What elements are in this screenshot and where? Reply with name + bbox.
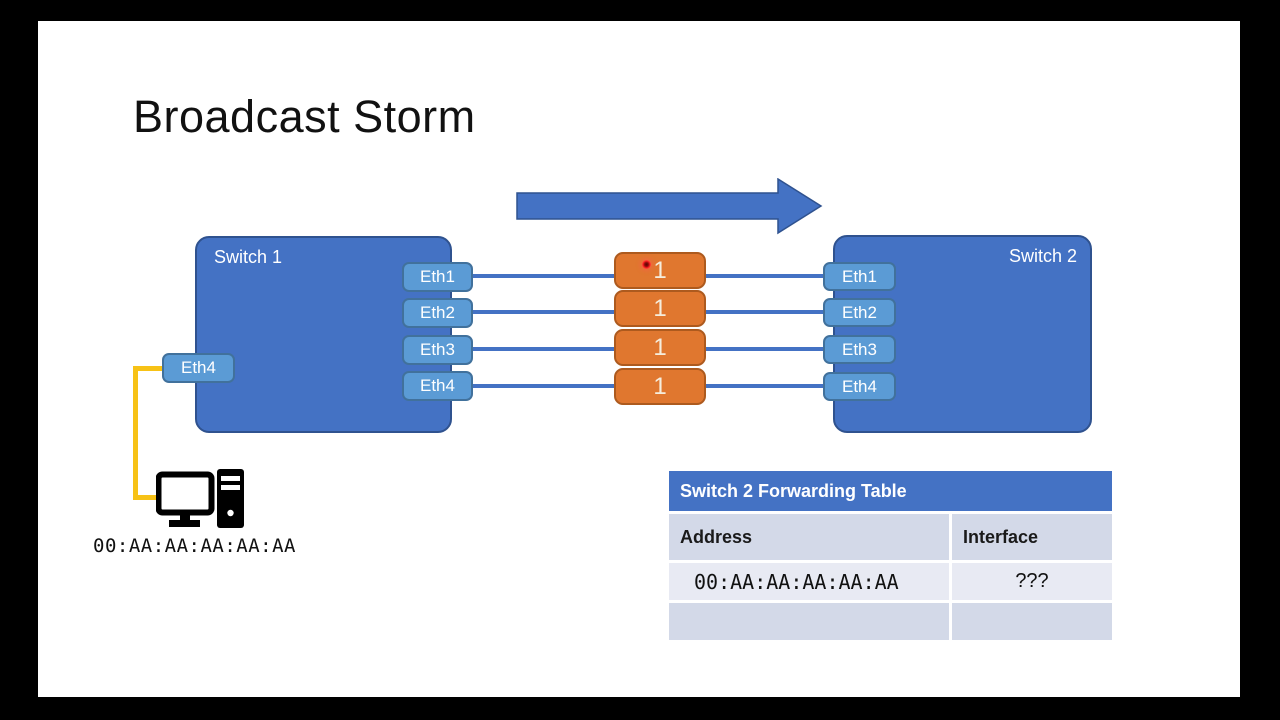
host-cable-segment xyxy=(133,495,160,500)
port-label: Eth1 xyxy=(842,266,877,286)
forwarding-table-row2-address xyxy=(669,603,949,640)
switch2-port-eth1: Eth1 xyxy=(823,262,896,291)
host-cable-segment xyxy=(133,366,138,500)
port-label: Eth2 xyxy=(420,303,455,322)
forwarding-table-title: Switch 2 Forwarding Table xyxy=(669,471,1112,511)
packet-box-3: 1 xyxy=(614,329,706,366)
switch1-port-eth1: Eth1 xyxy=(402,262,473,292)
packet-label: 1 xyxy=(653,333,667,361)
presentation-slide: Broadcast Storm Switch 1 Eth1 Eth2 Eth3 … xyxy=(38,21,1240,697)
switch1-port-eth4: Eth4 xyxy=(402,371,473,401)
packet-box-2: 1 xyxy=(614,290,706,327)
forwarding-table-col-address: Address xyxy=(669,514,949,560)
packet-label: 1 xyxy=(653,294,667,322)
forwarding-table-row1-interface: ??? xyxy=(952,563,1112,600)
port-label: Eth4 xyxy=(842,376,877,396)
switch2-port-eth3: Eth3 xyxy=(823,335,896,364)
packet-label: 1 xyxy=(653,256,667,284)
slide-title: Broadcast Storm xyxy=(133,91,476,142)
flow-right-arrow-icon xyxy=(516,178,823,235)
port-label: Eth4 xyxy=(181,358,216,377)
packet-box-4: 1 xyxy=(614,368,706,405)
forwarding-table-row1-address: 00:AA:AA:AA:AA:AA xyxy=(669,563,949,600)
host-mac-address: 00:AA:AA:AA:AA:AA xyxy=(93,535,296,557)
host-cable-segment xyxy=(133,366,164,371)
switch1-port-eth3: Eth3 xyxy=(402,335,473,365)
switch2-label: Switch 2 xyxy=(1008,246,1077,266)
port-label: Eth2 xyxy=(842,302,877,322)
port-label: Eth3 xyxy=(420,340,455,359)
forwarding-table-row2-interface xyxy=(952,603,1112,640)
port-label: Eth4 xyxy=(420,376,455,395)
switch1-port-eth2: Eth2 xyxy=(402,298,473,328)
port-label: Eth3 xyxy=(842,339,877,359)
forwarding-table-col-interface: Interface xyxy=(952,514,1112,560)
port-label: Eth1 xyxy=(420,267,455,286)
switch1-port-eth4-left: Eth4 xyxy=(162,353,235,383)
switch2-port-eth2: Eth2 xyxy=(823,298,896,327)
computer-icon xyxy=(156,469,244,528)
switch1-label: Switch 1 xyxy=(214,247,283,267)
packet-label: 1 xyxy=(653,372,667,400)
laser-pointer-dot xyxy=(642,260,651,269)
packet-box-1: 1 xyxy=(614,252,706,289)
switch2-port-eth4: Eth4 xyxy=(823,372,896,401)
